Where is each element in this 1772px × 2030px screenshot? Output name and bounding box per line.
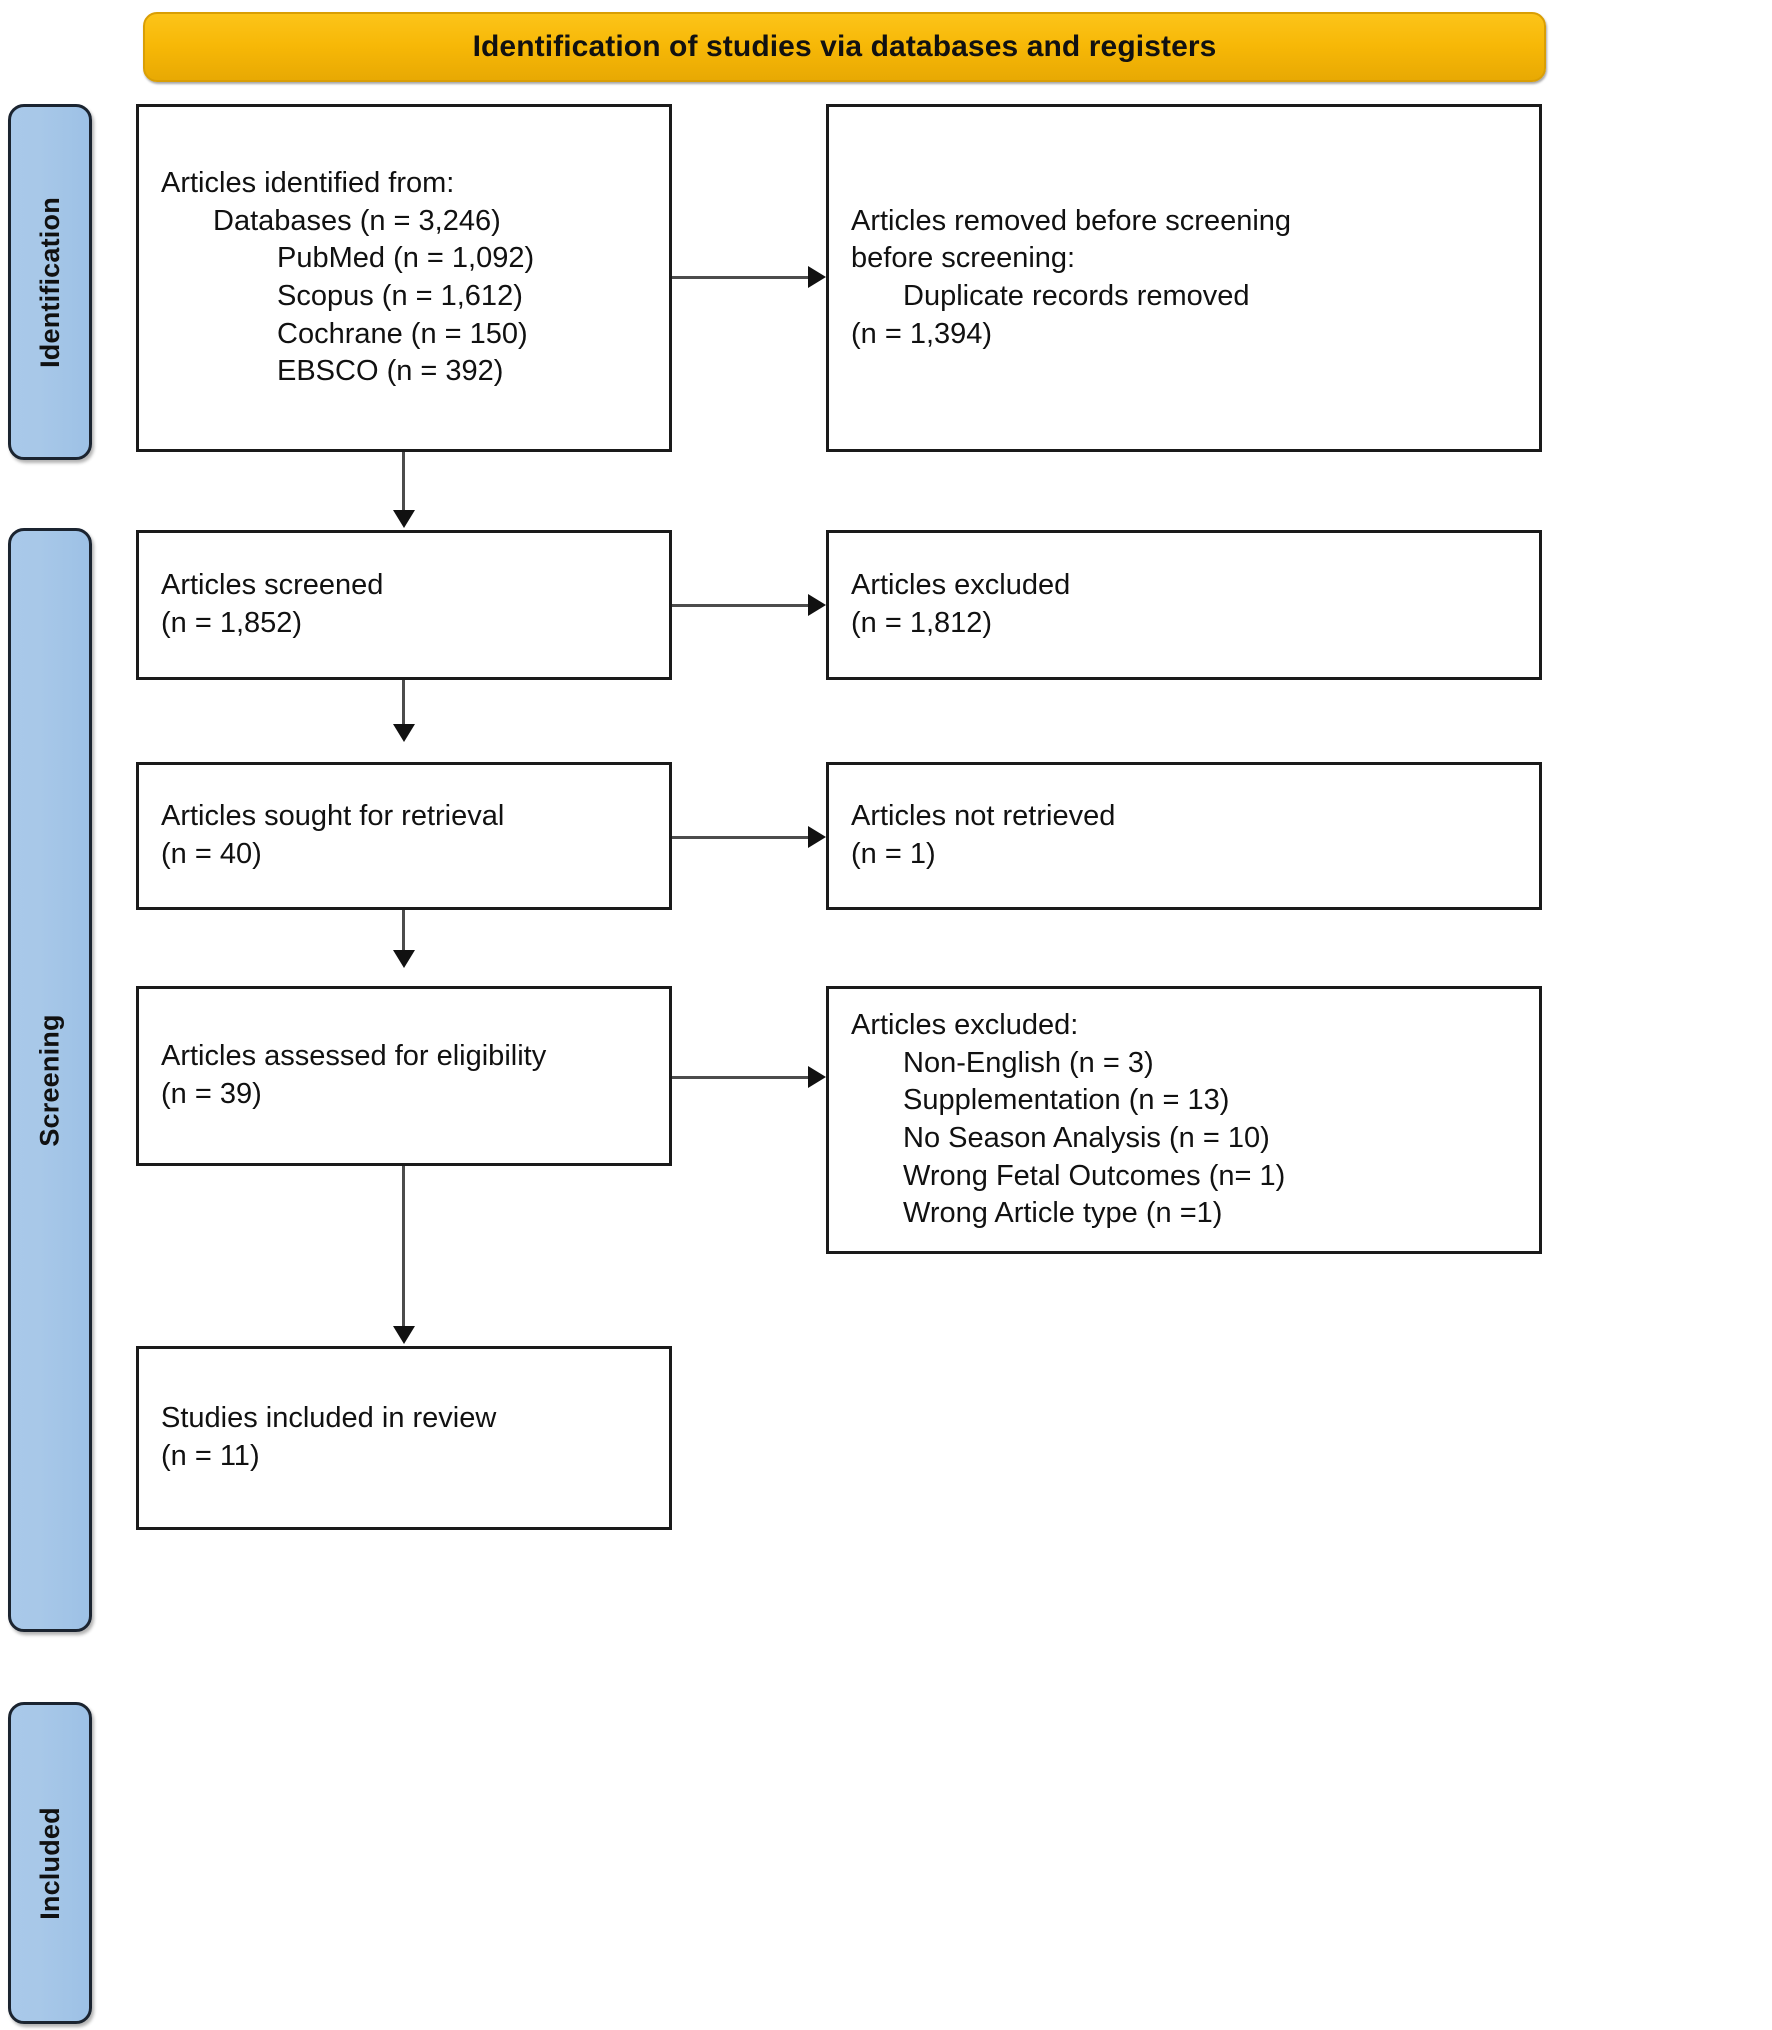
screened-line-label: Articles screened — [161, 569, 384, 602]
included-line-label: Studies included in review — [161, 1402, 497, 1435]
connector-sought-to-not-retrieved — [672, 836, 808, 839]
removed-heading-italic-before: before screening — [1075, 204, 1292, 237]
connector-eligibility-to-included — [402, 1166, 405, 1328]
identified-line-ebsco: EBSCO (n = 392) — [277, 355, 504, 388]
articles-not-retrieved-box: Articles not retrieved (n = 1) — [826, 762, 1542, 910]
removed-heading-plain: Articles removed — [851, 204, 1076, 237]
identified-line-pubmed: PubMed (n = 1,092) — [277, 242, 535, 275]
removed-heading-italic-screening: before screening — [851, 242, 1068, 275]
articles-excluded-eligibility-box: Articles excluded: Non-English (n = 3) S… — [826, 986, 1542, 1254]
excluded-reason-supplementation: Supplementation (n = 13) — [903, 1084, 1230, 1117]
articles-eligibility-box: Articles assessed for eligibility (n = 3… — [136, 986, 672, 1166]
excluded-screening-line-count: (n = 1,812) — [851, 607, 993, 639]
stage-tab-included: Included — [8, 1702, 92, 2024]
removed-line-duplicates: Duplicate records removed — [903, 280, 1250, 312]
arrow-screened-to-excluded — [808, 594, 826, 616]
removed-line-heading-cont: before screening: — [851, 240, 1517, 278]
connector-eligibility-to-excluded — [672, 1076, 808, 1079]
stage-tab-identification: Identification — [8, 104, 92, 460]
screened-line-count: (n = 1,852) — [161, 607, 303, 639]
stage-tab-screening: Screening — [8, 528, 92, 1632]
removed-line-heading: Articles removed before screening — [851, 203, 1517, 241]
identified-line-cochrane: Cochrane (n = 150) — [277, 317, 528, 350]
arrow-sought-to-not-retrieved — [808, 826, 826, 848]
arrow-sought-to-eligibility — [393, 950, 415, 968]
excluded-reason-wrong-article-type: Wrong Article type (n =1) — [903, 1197, 1223, 1230]
eligibility-line-label: Articles assessed for eligibility — [161, 1040, 547, 1073]
included-line-count: (n = 11) — [161, 1440, 260, 1472]
articles-removed-box: Articles removed before screening before… — [826, 104, 1542, 452]
articles-identified-box: Articles identified from: Databases (n =… — [136, 104, 672, 452]
stage-label-screening: Screening — [34, 1013, 65, 1147]
eligibility-line-count: (n = 39) — [161, 1078, 262, 1110]
excluded-reason-no-season-analysis: No Season Analysis (n = 10) — [903, 1122, 1270, 1154]
identified-line-databases: Databases (n = 3,246) — [213, 204, 501, 237]
connector-identified-to-removed — [672, 276, 808, 279]
stage-label-identification: Identification — [34, 196, 65, 368]
arrow-screened-to-sought — [393, 724, 415, 742]
sought-line-label: Articles sought for retrieval — [161, 800, 505, 833]
studies-included-box: Studies included in review (n = 11) — [136, 1346, 672, 1530]
arrow-eligibility-to-included — [393, 1326, 415, 1344]
articles-excluded-screening-box: Articles excluded (n = 1,812) — [826, 530, 1542, 680]
connector-identified-to-screened — [402, 452, 405, 512]
connector-sought-to-eligibility — [402, 910, 405, 952]
removed-line-count: (n = 1,394) — [851, 317, 993, 350]
arrow-identified-to-screened — [393, 510, 415, 528]
identified-line-heading: Articles identified from: — [161, 166, 455, 199]
arrow-identified-to-removed — [808, 266, 826, 288]
diagram-title-text: Identification of studies via databases … — [472, 30, 1217, 63]
diagram-title-banner: Identification of studies via databases … — [143, 12, 1546, 82]
articles-sought-box: Articles sought for retrieval (n = 40) — [136, 762, 672, 910]
not-retrieved-line-label: Articles not retrieved — [851, 800, 1116, 833]
excluded-eligibility-heading: Articles excluded: — [851, 1008, 1079, 1041]
sought-line-count: (n = 40) — [161, 838, 262, 870]
excluded-reason-non-english: Non-English (n = 3) — [903, 1046, 1154, 1079]
not-retrieved-line-count: (n = 1) — [851, 838, 936, 870]
articles-screened-box: Articles screened (n = 1,852) — [136, 530, 672, 680]
connector-screened-to-excluded — [672, 604, 808, 607]
removed-heading-colon: : — [1067, 242, 1076, 275]
excluded-reason-wrong-fetal-outcomes: Wrong Fetal Outcomes (n= 1) — [903, 1159, 1286, 1192]
arrow-eligibility-to-excluded — [808, 1066, 826, 1088]
excluded-screening-line-label: Articles excluded — [851, 569, 1071, 602]
connector-screened-to-sought — [402, 680, 405, 726]
identified-line-scopus: Scopus (n = 1,612) — [277, 280, 523, 312]
stage-label-included: Included — [34, 1806, 65, 1920]
